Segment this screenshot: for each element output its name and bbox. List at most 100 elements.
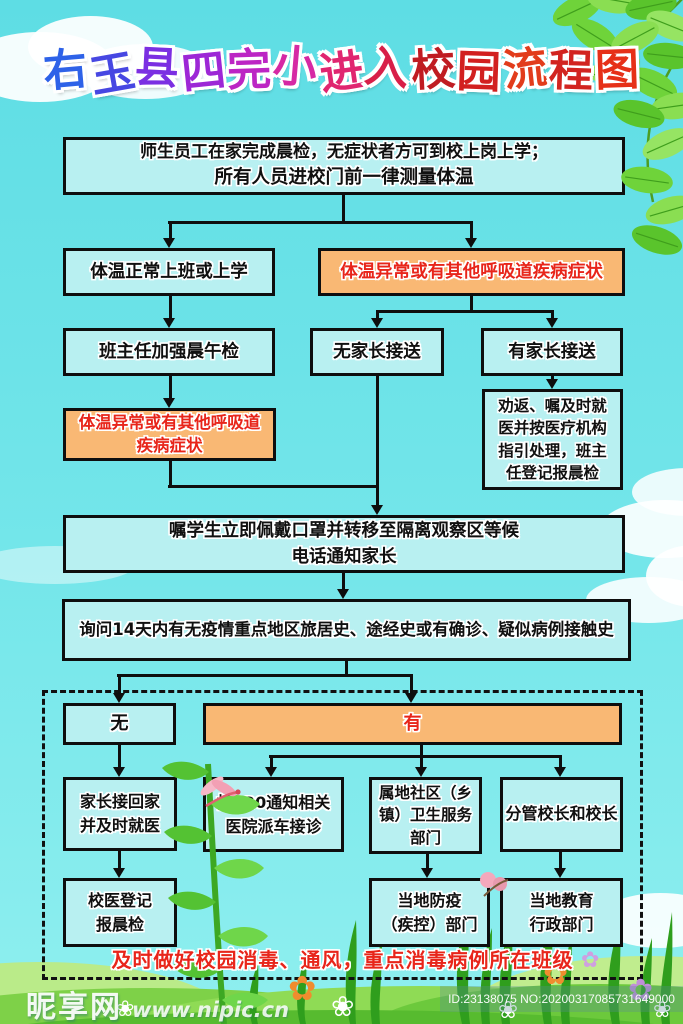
flow-connector bbox=[117, 674, 411, 677]
daisy-icon: ❀ bbox=[220, 941, 242, 971]
morning-check-line1: 师生员工在家完成晨检，无症状者方可到校上岗上学； bbox=[140, 142, 548, 163]
flow-connector bbox=[558, 852, 562, 870]
box-education-dept: 当地教育 行政部门 bbox=[500, 878, 623, 947]
box-yes: 有 bbox=[203, 703, 622, 745]
flow-connector bbox=[409, 674, 413, 695]
flow-connector bbox=[553, 767, 566, 777]
title-char: 程 bbox=[547, 45, 596, 98]
flower-icon: ✿ bbox=[628, 973, 654, 1008]
box-temp-abnormal: 体温异常或有其他呼吸道疾病症状 bbox=[318, 248, 625, 296]
title-char: 玉 bbox=[85, 45, 141, 104]
flow-connector bbox=[162, 238, 175, 248]
cloud-icon bbox=[78, 44, 213, 99]
flow-connector bbox=[341, 573, 345, 591]
flow-connector bbox=[470, 221, 473, 240]
flow-connector bbox=[269, 755, 273, 769]
flow-connector bbox=[117, 745, 121, 769]
dashed-emergency-zone bbox=[42, 690, 643, 980]
box-teacher-check: 班主任加强晨午检 bbox=[63, 328, 275, 376]
footer-note: 及时做好校园消毒、通风，重点消毒病例所在班级 bbox=[111, 948, 574, 972]
daisy-icon: ❀ bbox=[116, 997, 135, 1022]
title-char: 进 bbox=[316, 43, 369, 101]
flow-connector bbox=[168, 485, 379, 488]
flow-connector bbox=[112, 767, 125, 777]
box-no: 无 bbox=[63, 703, 176, 745]
box-community-dept: 属地社区（乡 镇）卫生服务 部门 bbox=[369, 777, 482, 854]
flow-connector bbox=[420, 868, 433, 878]
flow-connector bbox=[470, 296, 473, 312]
flow-connector bbox=[168, 376, 172, 400]
box-temp-normal: 体温正常上班或上学 bbox=[63, 248, 275, 296]
flow-connector bbox=[168, 461, 172, 487]
flow-connector bbox=[375, 310, 379, 320]
title-char: 小 bbox=[270, 40, 321, 95]
title-char: 校 bbox=[409, 43, 459, 98]
flow-connector bbox=[553, 868, 566, 878]
flow-connector bbox=[112, 868, 125, 878]
flow-connector bbox=[419, 745, 423, 757]
flow-connector bbox=[162, 398, 175, 408]
flow-connector bbox=[264, 767, 277, 777]
title-char: 四 bbox=[178, 44, 230, 101]
flow-connector bbox=[269, 755, 561, 758]
watermark-id: ID:23138075 NO:20200317085731649000 bbox=[440, 986, 683, 1012]
box-persuade-return: 劝返、嘱及时就 医并按医疗机构 指引处理，班主 任登记报晨检 bbox=[482, 389, 623, 490]
flow-connector bbox=[341, 193, 345, 223]
flower-icon: ✿ bbox=[288, 969, 317, 1009]
daisy-icon: ❀ bbox=[498, 996, 519, 1024]
title-char: 流 bbox=[500, 41, 552, 98]
flow-connector bbox=[168, 221, 172, 240]
flow-connector bbox=[168, 296, 172, 320]
leaves-illustration bbox=[553, 0, 683, 260]
box-cdc-dept: 当地防疫 （疾控）部门 bbox=[369, 878, 490, 947]
meadow-illustration bbox=[0, 905, 683, 1024]
box-temp-abnormal-again: 体温异常或有其他呼吸道 疾病症状 bbox=[63, 408, 276, 461]
flow-connector bbox=[550, 376, 554, 381]
daisy-icon: ❀ bbox=[331, 990, 355, 1023]
daisy-icon: ❀ bbox=[653, 998, 672, 1023]
flow-connector bbox=[545, 318, 558, 328]
watermark-left: 昵享网 www.nipic.cn bbox=[26, 982, 289, 1024]
flow-connector bbox=[425, 854, 429, 870]
plant-illustration bbox=[162, 761, 268, 1024]
flow-connector bbox=[464, 238, 477, 248]
box-school-doctor: 校医登记 报晨检 bbox=[63, 878, 177, 947]
flow-connector bbox=[117, 674, 121, 695]
flow-connector bbox=[376, 310, 553, 313]
title-char: 入 bbox=[361, 40, 413, 97]
flower-icon: ✿ bbox=[543, 957, 569, 992]
watermark-site-name: 昵享网 bbox=[26, 990, 122, 1024]
title-char: 县 bbox=[133, 41, 182, 96]
title-char: 园 bbox=[455, 46, 504, 99]
flow-connector bbox=[117, 851, 121, 870]
dragonfly-icon bbox=[200, 776, 241, 808]
box-morning-check: 师生员工在家完成晨检，无症状者方可到校上岗上学； 所有人员进校门前一律测量体温 bbox=[63, 137, 625, 195]
flow-connector bbox=[370, 505, 383, 515]
flow-connector bbox=[162, 318, 175, 328]
flow-connector bbox=[345, 661, 348, 676]
box-parent-take-home: 家长接回家 并及时就医 bbox=[63, 777, 177, 851]
flow-connector bbox=[545, 379, 558, 389]
flow-connector bbox=[558, 755, 562, 769]
watermark-site-url: www.nipic.cn bbox=[132, 998, 290, 1022]
flow-connector bbox=[550, 310, 554, 320]
flow-connector bbox=[404, 693, 417, 703]
flow-connector bbox=[375, 376, 379, 507]
flow-connector bbox=[112, 693, 125, 703]
page-title: 右玉县四完小进入校园流程图 bbox=[0, 34, 683, 103]
box-ask-travel-history: 询问14天内有无疫情重点地区旅居史、途经史或有确诊、疑似病例接触史 bbox=[62, 599, 631, 661]
flow-connector bbox=[168, 221, 473, 224]
box-principal: 分管校长和校长 bbox=[500, 777, 623, 852]
flow-connector bbox=[419, 755, 423, 769]
box-no-parent-pickup: 无家长接送 bbox=[310, 328, 444, 376]
flow-connector bbox=[370, 318, 383, 328]
flower-icon: ✿ bbox=[581, 948, 600, 973]
box-has-parent-pickup: 有家长接送 bbox=[481, 328, 623, 376]
title-char: 图 bbox=[593, 44, 642, 97]
title-char: 完 bbox=[225, 44, 274, 97]
box-isolate-observe: 嘱学生立即佩戴口罩并转移至隔离观察区等候 电话通知家长 bbox=[63, 515, 625, 573]
morning-check-line2: 所有人员进校门前一律测量体温 bbox=[214, 166, 474, 188]
butterfly-icon bbox=[480, 872, 509, 897]
flow-connector bbox=[336, 589, 349, 599]
